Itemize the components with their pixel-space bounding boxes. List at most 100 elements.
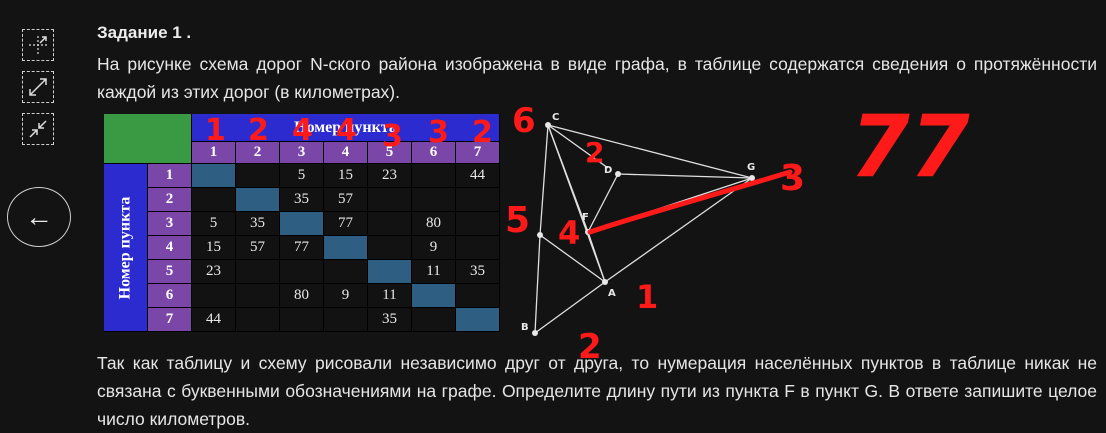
table-cell: 15 xyxy=(192,236,236,260)
table-column-number: 4 xyxy=(324,142,368,164)
table-cell xyxy=(324,260,368,284)
edge-c-g xyxy=(547,124,753,179)
table-cell xyxy=(324,308,368,332)
table-cell: 9 xyxy=(324,284,368,308)
table-cell: 80 xyxy=(412,212,456,236)
table-cell xyxy=(280,212,324,236)
node-c xyxy=(545,122,551,128)
expand-diagonal-icon xyxy=(29,78,47,96)
table-corner xyxy=(104,114,192,164)
node-g xyxy=(749,175,755,181)
table-row-number: 7 xyxy=(148,308,192,332)
node-label-a: A xyxy=(608,288,616,299)
table-cell: 9 xyxy=(412,236,456,260)
edge-c-d xyxy=(547,124,609,169)
table-cell xyxy=(192,188,236,212)
edge-f-a xyxy=(587,231,606,283)
table-cell xyxy=(368,260,412,284)
table-cell xyxy=(236,260,280,284)
table-cell: 11 xyxy=(368,284,412,308)
table-cell xyxy=(324,236,368,260)
table-cell xyxy=(192,164,236,188)
table-cell: 57 xyxy=(236,236,280,260)
table-cell: 77 xyxy=(280,236,324,260)
table-row-header: Номер пункта xyxy=(104,164,148,332)
table-row-number: 3 xyxy=(148,212,192,236)
table-cell: 44 xyxy=(456,164,500,188)
table-cell: 35 xyxy=(280,188,324,212)
table-cell xyxy=(456,236,500,260)
table-column-number: 6 xyxy=(412,142,456,164)
table-cell: 15 xyxy=(324,164,368,188)
table-cell: 80 xyxy=(280,284,324,308)
table-cell xyxy=(456,212,500,236)
back-button[interactable]: ← xyxy=(7,187,71,247)
table-column-number: 7 xyxy=(456,142,500,164)
node-label-b: B xyxy=(521,322,529,333)
back-arrow-icon: ← xyxy=(25,201,53,232)
table-column-header: Номер пункта xyxy=(192,114,500,142)
table-row-number: 1 xyxy=(148,164,192,188)
table-cell: 57 xyxy=(324,188,368,212)
table-cell: 35 xyxy=(456,260,500,284)
node-b xyxy=(532,330,538,336)
edge-f-g xyxy=(587,177,753,233)
table-cell xyxy=(236,188,280,212)
table-cell xyxy=(280,308,324,332)
edge-a-b xyxy=(534,281,606,334)
node-d xyxy=(615,171,621,177)
edge-e-a xyxy=(539,234,606,283)
table-cell xyxy=(280,260,324,284)
table-row-number: 2 xyxy=(148,188,192,212)
node-label-f: F xyxy=(582,212,589,223)
table-row-number: 4 xyxy=(148,236,192,260)
table-cell: 44 xyxy=(192,308,236,332)
edge-a-g xyxy=(604,177,753,283)
table-cell xyxy=(412,188,456,212)
expand-tool-button[interactable] xyxy=(22,71,54,103)
table-cell: 23 xyxy=(192,260,236,284)
task-paragraph-2: Так как таблицу и схему рисовали независ… xyxy=(97,353,1097,429)
table-column-number: 2 xyxy=(236,142,280,164)
shrink-diagonal-icon xyxy=(29,120,47,138)
table-cell xyxy=(192,284,236,308)
table-cell xyxy=(236,164,280,188)
table-cell: 35 xyxy=(368,308,412,332)
table-cell xyxy=(412,284,456,308)
shrink-tool-button[interactable] xyxy=(22,113,54,145)
table-column-number: 5 xyxy=(368,142,412,164)
table-cell xyxy=(368,188,412,212)
node-label-c: C xyxy=(552,112,559,123)
node-a xyxy=(602,279,608,285)
table-row-number: 6 xyxy=(148,284,192,308)
table-cell: 23 xyxy=(368,164,412,188)
table-cell xyxy=(456,188,500,212)
table-cell xyxy=(236,308,280,332)
edge-c-e xyxy=(539,124,549,236)
table-cell xyxy=(456,284,500,308)
table-cell: 35 xyxy=(236,212,280,236)
table-cell xyxy=(412,164,456,188)
node-label-d: D xyxy=(604,165,612,176)
edge-d-g xyxy=(617,173,753,179)
table-cell: 5 xyxy=(192,212,236,236)
table-cell xyxy=(412,308,456,332)
task-paragraph-1: На рисунке схема дорог N-ского района из… xyxy=(97,54,1097,102)
table-cell: 5 xyxy=(280,164,324,188)
table-column-number: 1 xyxy=(192,142,236,164)
table-cell xyxy=(456,308,500,332)
table-cell xyxy=(368,212,412,236)
collapse-tool-button[interactable] xyxy=(22,29,54,61)
node-e xyxy=(537,232,543,238)
table-column-number: 3 xyxy=(280,142,324,164)
node-label-g: G xyxy=(747,162,755,173)
table-cell xyxy=(368,236,412,260)
edge-e-b xyxy=(534,234,541,334)
node-f xyxy=(585,229,591,235)
table-cell: 11 xyxy=(412,260,456,284)
table-cell: 77 xyxy=(324,212,368,236)
table-row-number: 5 xyxy=(148,260,192,284)
table-cell xyxy=(236,284,280,308)
task-title: Задание 1 . xyxy=(97,23,192,42)
